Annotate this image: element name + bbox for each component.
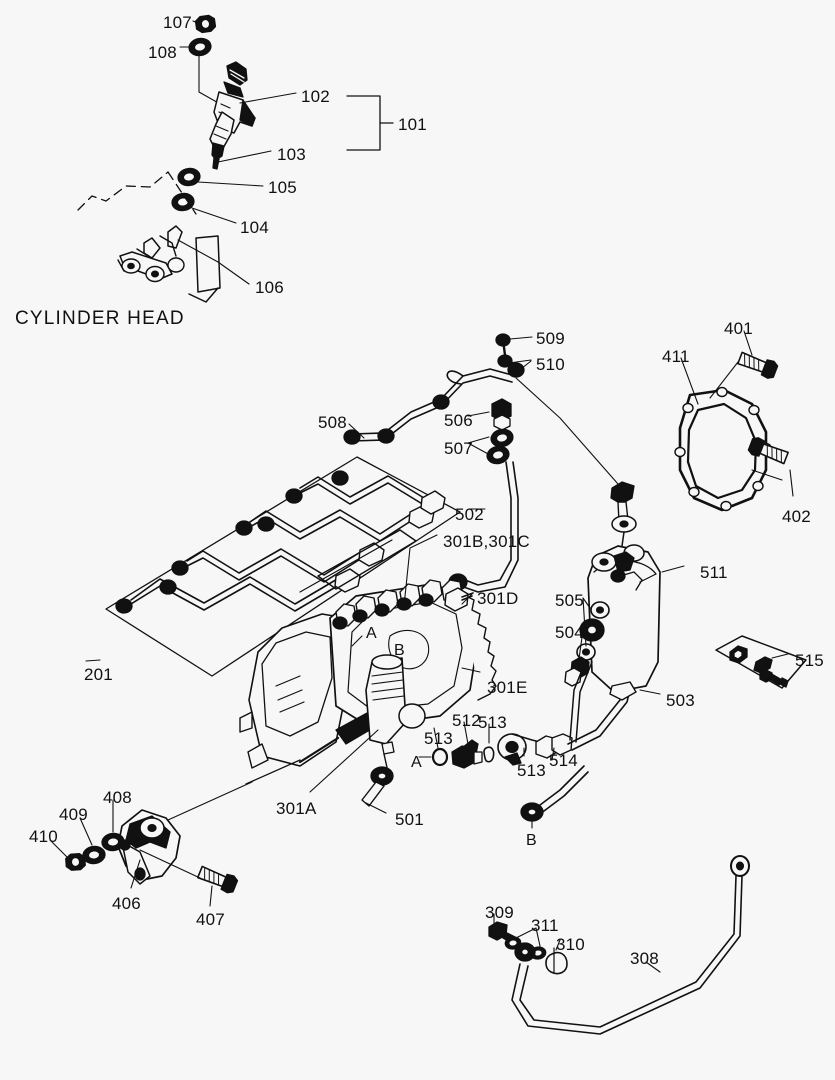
callout-507: 507 — [444, 439, 473, 458]
callout-502: 502 — [455, 505, 484, 524]
rocker-bracket-106 — [117, 225, 185, 283]
callout-511: 511 — [700, 563, 728, 582]
callout-409: 409 — [59, 805, 88, 824]
callout-513: 513 — [424, 729, 453, 748]
callout-410: 410 — [29, 827, 58, 846]
leak-off-pipe-508 — [343, 333, 533, 445]
callout-107: 107 — [163, 13, 192, 32]
callout-503: 503 — [666, 691, 695, 710]
callout-406: 406 — [112, 894, 141, 913]
injector-assembly-group — [77, 14, 394, 303]
callout-a: A — [366, 625, 377, 642]
callout-501: 501 — [395, 810, 424, 829]
callout-411: 411 — [662, 347, 690, 366]
callout-402: 402 — [782, 507, 811, 526]
injection-pipe-assembly-201 — [85, 456, 461, 677]
overflow-valve-506-507 — [448, 398, 519, 593]
callout-106: 106 — [255, 278, 284, 297]
callout-506: 506 — [444, 411, 473, 430]
callout-105: 105 — [268, 178, 297, 197]
injector-nozzle-holder — [209, 61, 256, 170]
callout-a: A — [411, 754, 422, 771]
bracket-group-406-410 — [49, 781, 253, 907]
parts-box-515 — [715, 635, 807, 689]
diagram-title-text: CYLINDER HEAD — [15, 308, 185, 329]
callout-513: 513 — [517, 761, 546, 780]
callout-101: 101 — [398, 115, 427, 134]
callout-104: 104 — [240, 218, 269, 237]
callout-310: 310 — [556, 935, 585, 954]
callout-301b-301c: 301B,301C — [443, 532, 530, 551]
callout-510: 510 — [536, 355, 565, 374]
injection-pump-body — [239, 534, 497, 814]
callout-504: 504 — [555, 623, 584, 642]
callout-514: 514 — [549, 751, 578, 770]
callout-407: 407 — [196, 910, 225, 929]
callout-103: 103 — [277, 145, 306, 164]
callout-301e: 301E — [487, 678, 528, 697]
callout-505: 505 — [555, 591, 584, 610]
callout-309: 309 — [485, 903, 514, 922]
callout-513: 513 — [478, 713, 507, 732]
callout-408: 408 — [103, 788, 132, 807]
fuel-line-308 — [488, 855, 750, 1035]
callout-509: 509 — [536, 329, 565, 348]
callout-515: 515 — [795, 651, 824, 670]
gasket-411 — [674, 330, 794, 512]
callout-301d: 301D — [477, 589, 519, 608]
callout-508: 508 — [318, 413, 347, 432]
callout-102: 102 — [301, 87, 330, 106]
callout-308: 308 — [630, 949, 659, 968]
callout-b: B — [526, 832, 537, 849]
stop-lever-501 — [361, 766, 394, 814]
fitting-group-512-514 — [418, 721, 573, 769]
callout-108: 108 — [148, 43, 177, 62]
fuel-filter-511 — [515, 377, 685, 743]
callout-512: 512 — [452, 711, 481, 730]
callout-401: 401 — [724, 319, 753, 338]
callout-311: 311 — [531, 916, 559, 935]
callout-201: 201 — [84, 665, 113, 684]
banjo-bolts-504-505 — [564, 597, 610, 687]
callout-b: B — [394, 642, 405, 659]
callout-301a: 301A — [276, 799, 317, 818]
